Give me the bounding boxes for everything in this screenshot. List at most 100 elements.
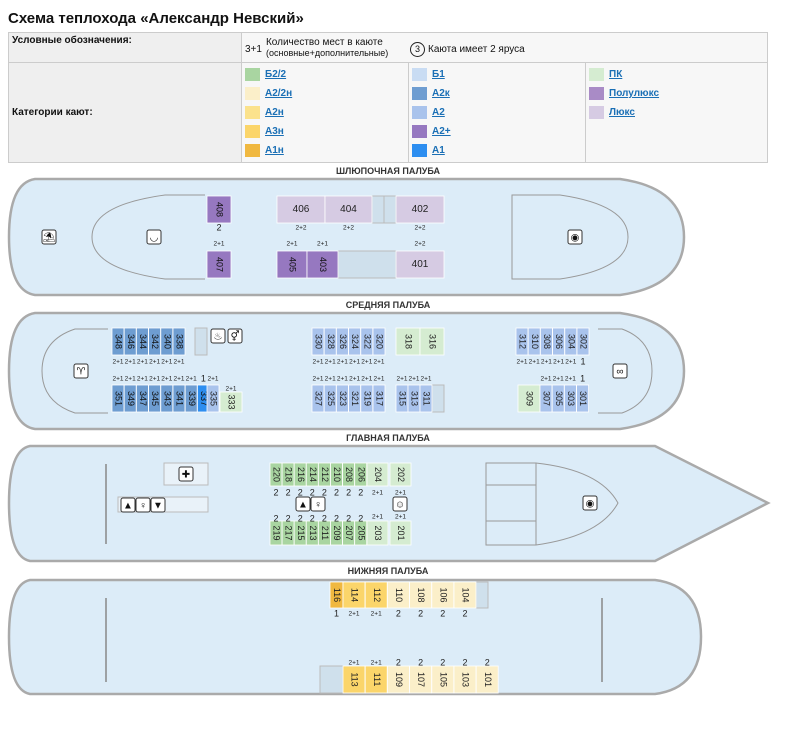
category-link[interactable]: А1 <box>432 145 445 156</box>
cabin-number: 104 <box>461 587 471 602</box>
deck-title-boat: ШЛЮПОЧНАЯ ПАЛУБА <box>336 166 441 176</box>
svg-text:▼: ▼ <box>153 501 163 512</box>
cabin-places: 1 <box>580 356 585 366</box>
cabin-318[interactable]: 318 <box>395 327 421 356</box>
cabin-309[interactable]: 309 <box>517 384 541 413</box>
category-link[interactable]: А1н <box>265 145 284 156</box>
cabin-places: 2 <box>418 608 423 618</box>
cabin-316[interactable]: 316 <box>419 327 445 356</box>
cabin-box <box>419 327 445 356</box>
cabin-places: 2 <box>358 487 363 497</box>
cabin-places: 2+1 <box>337 359 348 366</box>
cabin-number: 330 <box>314 334 324 349</box>
cabin-places: 2+1 <box>408 376 419 383</box>
category-link[interactable]: Полулюкс <box>609 88 660 99</box>
category-link[interactable]: ПК <box>609 69 623 80</box>
cabin-number: 113 <box>350 672 360 686</box>
category-link[interactable]: Б2/2 <box>265 69 287 80</box>
category-link[interactable]: Люкс <box>609 107 635 118</box>
cabin-number: 214 <box>308 467 318 482</box>
category-link[interactable]: А2 <box>432 107 445 118</box>
category-link[interactable]: А2к <box>432 88 450 99</box>
cabin-number: 203 <box>373 525 383 540</box>
cabin-places: 2+1 <box>420 376 431 383</box>
legend-table: Условные обозначения: 3+1 Количество мес… <box>8 32 768 163</box>
restaurant-icon: ◉ <box>567 229 583 245</box>
category-link[interactable]: А2+ <box>432 126 451 137</box>
category-link[interactable]: А3н <box>265 126 284 137</box>
category-link[interactable]: А2н <box>265 107 284 118</box>
cabin-places: 2+1 <box>207 376 218 383</box>
category-link[interactable]: А2/2н <box>265 88 293 99</box>
legend-col-3: ПК Полулюкс Люкс <box>585 62 768 163</box>
cabin-number: 219 <box>272 525 282 540</box>
cabin-places: 2+1 <box>371 611 382 618</box>
category-link[interactable]: Б1 <box>432 69 445 80</box>
